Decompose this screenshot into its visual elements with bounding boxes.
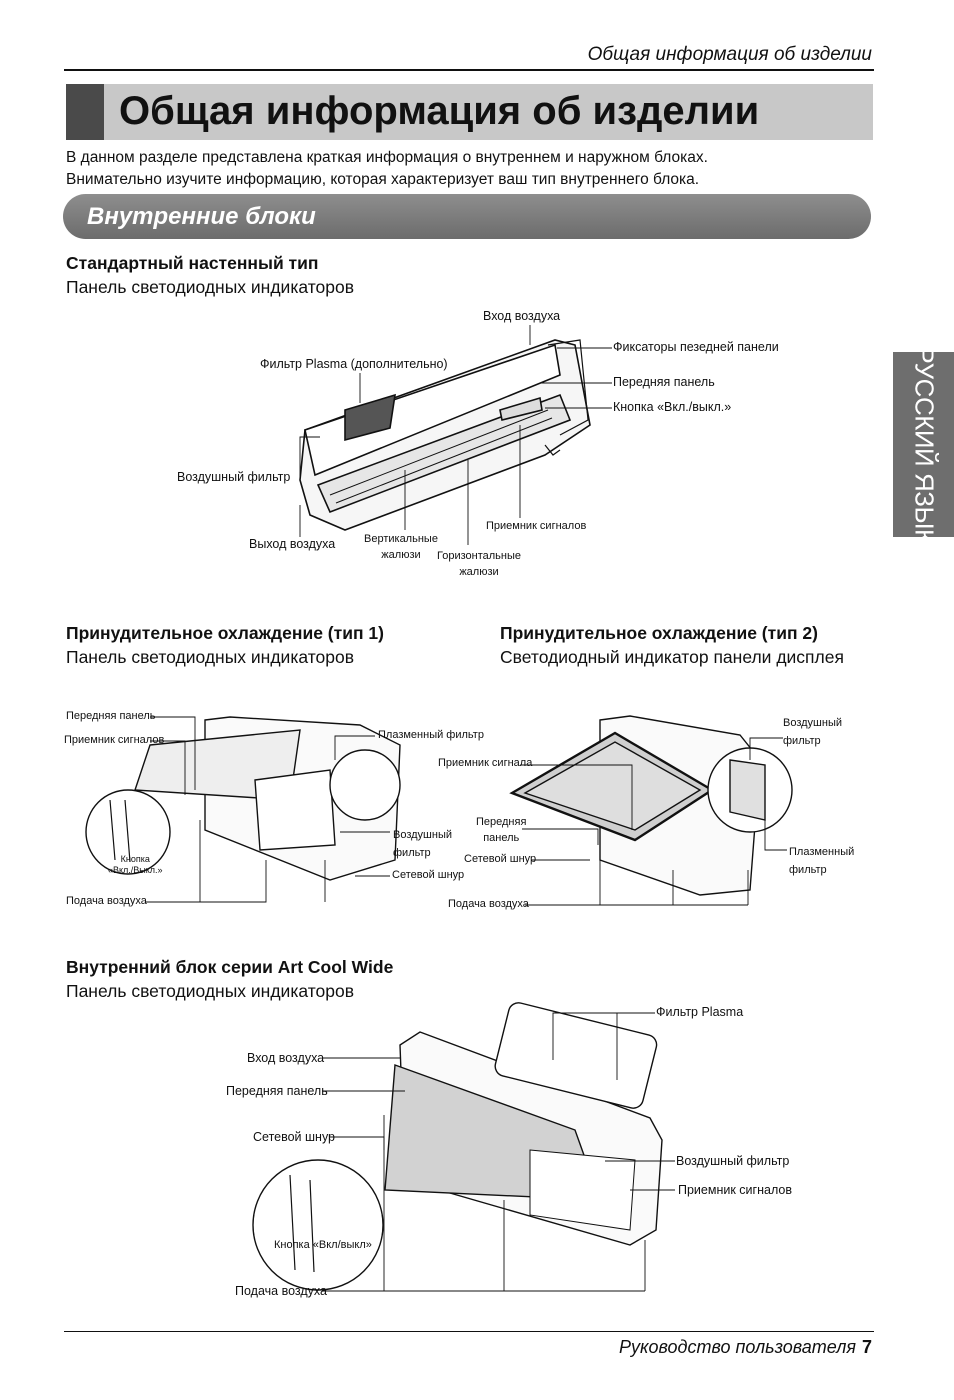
jet1-label-front-panel: Передняя панель — [66, 710, 156, 722]
jet2-label-power-cord: Сетевой шнур — [464, 853, 537, 865]
jet1-label-plasma-filter: Плазменный фильтр — [378, 729, 484, 741]
artcool-label-plasma-filter: Фильтр Plasma — [656, 1005, 744, 1019]
artcool-label-signal-receiver: Приемник сигналов — [678, 1183, 792, 1197]
standard-leader-lines — [299, 325, 612, 545]
header-rule — [64, 69, 874, 71]
std-label-plasma-filter: Фильтр Plasma (дополнительно) — [260, 357, 448, 371]
jet1-illustration — [85, 716, 401, 881]
footer-rule — [64, 1331, 874, 1332]
jet1-heading: Принудительное охлаждение (тип 1) — [66, 623, 384, 643]
std-label-on-off-button: Кнопка «Вкл./выкл.» — [613, 400, 732, 414]
artcool-heading: Внутренний блок серии Art Cool Wide — [66, 957, 394, 977]
jet2-label-plasma-filter: Плазменный фильтр — [789, 846, 855, 876]
jet1-leader-lines — [145, 716, 390, 903]
page-title: Общая информация об изделии — [119, 89, 760, 133]
section-title: Внутренние блоки — [87, 203, 316, 230]
jet2-label-air-filter: Воздушный фильтр — [783, 717, 843, 747]
artcool-label-air-filter: Воздушный фильтр — [676, 1154, 790, 1168]
section-bar — [63, 194, 871, 239]
artcool-label-power-cord: Сетевой шнур — [253, 1130, 336, 1144]
artcool-leader-lines — [322, 1012, 675, 1292]
artcool-subheading: Панель светодиодных индикаторов — [66, 981, 355, 1001]
running-header: Общая информация об изделии — [587, 44, 872, 65]
standard-unit-illustration — [299, 339, 591, 531]
page-number: 7 — [861, 1337, 872, 1357]
standard-subheading: Панель светодиодных индикаторов — [66, 277, 355, 297]
title-bar-marker — [66, 84, 104, 140]
jet2-illustration — [509, 715, 793, 896]
std-label-signal-receiver: Приемник сигналов — [486, 520, 587, 532]
std-label-horizontal-louvers: Горизонтальные жалюзи — [437, 550, 521, 578]
jet1-label-signal-receiver: Приемник сигналов — [64, 734, 165, 746]
standard-heading: Стандартный настенный тип — [66, 253, 319, 273]
jet2-label-front-panel: Передняя панель — [476, 816, 527, 844]
intro-line-2: Внимательно изучите информацию, которая … — [66, 171, 700, 188]
intro-text: В данном разделе представлена краткая ин… — [66, 147, 708, 191]
artcool-label-air-supply: Подача воздуха — [235, 1284, 327, 1298]
artcool-label-button: Кнопка «Вкл/выкл» — [274, 1239, 372, 1251]
std-label-air-outlet: Выход воздуха — [249, 537, 336, 551]
footer-text: Руководство пользователя — [619, 1337, 856, 1357]
std-label-front-panel-catches: Фиксаторы пезедней панели — [613, 340, 779, 354]
jet1-label-air-supply: Подача воздуха — [66, 895, 147, 907]
language-side-tab: РУССКИЙ ЯЗЫК — [893, 346, 954, 543]
jet1-label-power-cord: Сетевой шнур — [392, 869, 465, 881]
artcool-label-front-panel: Передняя панель — [226, 1084, 328, 1098]
jet1-label-button: Кнопка «Вкл./Выкл.» — [108, 854, 163, 875]
jet2-subheading: Светодиодный индикатор панели дисплея — [500, 647, 844, 667]
jet2-heading: Принудительное охлаждение (тип 2) — [500, 623, 818, 643]
jet2-leader-lines — [520, 737, 787, 906]
title-bar — [66, 84, 873, 140]
jet1-label-air-filter: Воздушный фильтр — [393, 829, 453, 859]
intro-line-1: В данном разделе представлена краткая ин… — [66, 149, 708, 166]
std-label-front-panel: Передняя панель — [613, 375, 715, 389]
jet2-label-air-supply: Подача воздуха — [448, 898, 529, 910]
artcool-label-air-inlet: Вход воздуха — [247, 1051, 325, 1065]
artcool-illustration — [252, 1002, 663, 1291]
std-label-air-inlet: Вход воздуха — [483, 309, 561, 323]
jet2-label-signal-receiver: Приемник сигнала — [438, 757, 533, 769]
jet1-subheading: Панель светодиодных индикаторов — [66, 647, 355, 667]
std-label-vertical-louvers: Вертикальные жалюзи — [364, 533, 438, 561]
std-label-air-filter: Воздушный фильтр — [177, 470, 291, 484]
